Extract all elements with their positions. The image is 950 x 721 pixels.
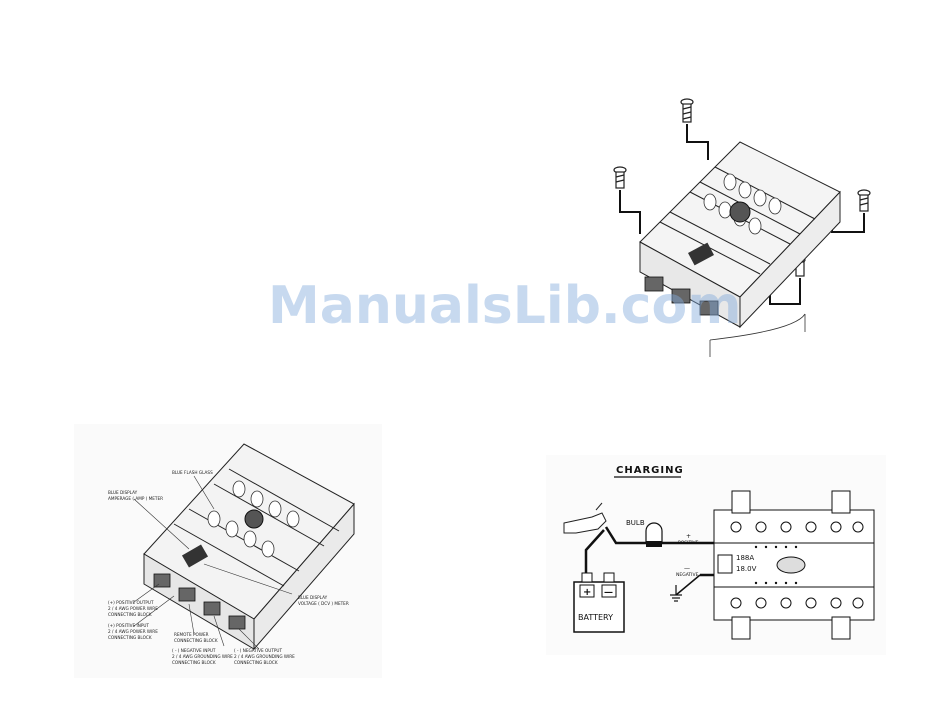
label-blue-flash-glass: BLUE FLASH GLASS bbox=[172, 470, 213, 475]
label-amp-meter-line1: BLUE DISPLAY bbox=[108, 490, 138, 495]
amp-display: 188A bbox=[736, 554, 754, 562]
bulb-icon bbox=[645, 522, 663, 547]
label-pos-output-line2: 2 / 4 AWG POWER WIRE bbox=[108, 606, 158, 611]
label-volt-meter-line1: BLUE DISPLAY bbox=[298, 595, 328, 600]
label-remote-line1: REMOTE POWER bbox=[174, 632, 209, 637]
charging-diagram: CHARGING BULB + POSITIVE bbox=[546, 455, 886, 655]
label-neg-input-line3: CONNECTING BLOCK bbox=[172, 660, 216, 665]
hand-icon bbox=[563, 502, 607, 534]
label-neg-input-line2: 2 / 4 AWG GROUNDING WIRE bbox=[172, 654, 233, 659]
label-pos-input-line2: 2 / 4 AWG POWER WIRE bbox=[108, 629, 158, 634]
battery bbox=[573, 572, 625, 633]
charging-illustration: CHARGING BULB + POSITIVE bbox=[563, 465, 875, 640]
label-remote-line2: CONNECTING BLOCK bbox=[174, 638, 218, 643]
mounting-illustration bbox=[613, 98, 871, 357]
screw-right bbox=[857, 189, 871, 212]
label-neg-output-line3: CONNECTING BLOCK bbox=[234, 660, 278, 665]
battery-plus-sign: + bbox=[583, 587, 591, 598]
label-neg-output-line1: ( - ) NEGATIVE OUTPUT bbox=[234, 648, 282, 653]
battery-label: BATTERY bbox=[578, 613, 613, 622]
label-volt-meter-line2: VOLTAGE ( DCV ) METER bbox=[298, 601, 349, 606]
label-pos-input-line1: (+) POSITIVE INPUT bbox=[108, 623, 149, 628]
ground-symbol bbox=[670, 585, 682, 602]
label-neg-input-line1: ( - ) NEGATIVE INPUT bbox=[172, 648, 216, 653]
negative-sign: — bbox=[684, 565, 690, 572]
screw-left bbox=[613, 166, 627, 189]
label-pos-input-line3: CONNECTING BLOCK bbox=[108, 635, 152, 640]
overview-illustration: BLUE FLASH GLASS BLUE DISPLAY AMPERAGE (… bbox=[108, 443, 355, 665]
positive-label: POSITIVE bbox=[678, 540, 699, 546]
charging-title: CHARGING bbox=[616, 465, 684, 476]
positive-sign: + bbox=[686, 533, 691, 540]
label-neg-output-line2: 2 / 4 AWG GROUNDING WIRE bbox=[234, 654, 295, 659]
screw-top bbox=[680, 98, 694, 123]
battery-minus-sign: — bbox=[604, 588, 613, 598]
component-overview-diagram: BLUE FLASH GLASS BLUE DISPLAY AMPERAGE (… bbox=[74, 424, 382, 678]
watermark: ManualsLib.com bbox=[268, 276, 742, 336]
label-pos-output-line1: (+) POSITIVE OUTPUT bbox=[108, 600, 154, 605]
volt-display: 18.0V bbox=[736, 565, 757, 573]
label-amp-meter-line2: AMPERAGE ( AMP ) METER bbox=[108, 496, 163, 501]
label-pos-output-line3: CONNECTING BLOCK bbox=[108, 612, 152, 617]
bulb-label: BULB bbox=[626, 519, 645, 527]
mounting-surface bbox=[709, 313, 806, 357]
brand-logo bbox=[776, 556, 806, 574]
negative-label: NEGATIVE bbox=[676, 572, 699, 578]
mounting-diagram bbox=[600, 82, 885, 377]
